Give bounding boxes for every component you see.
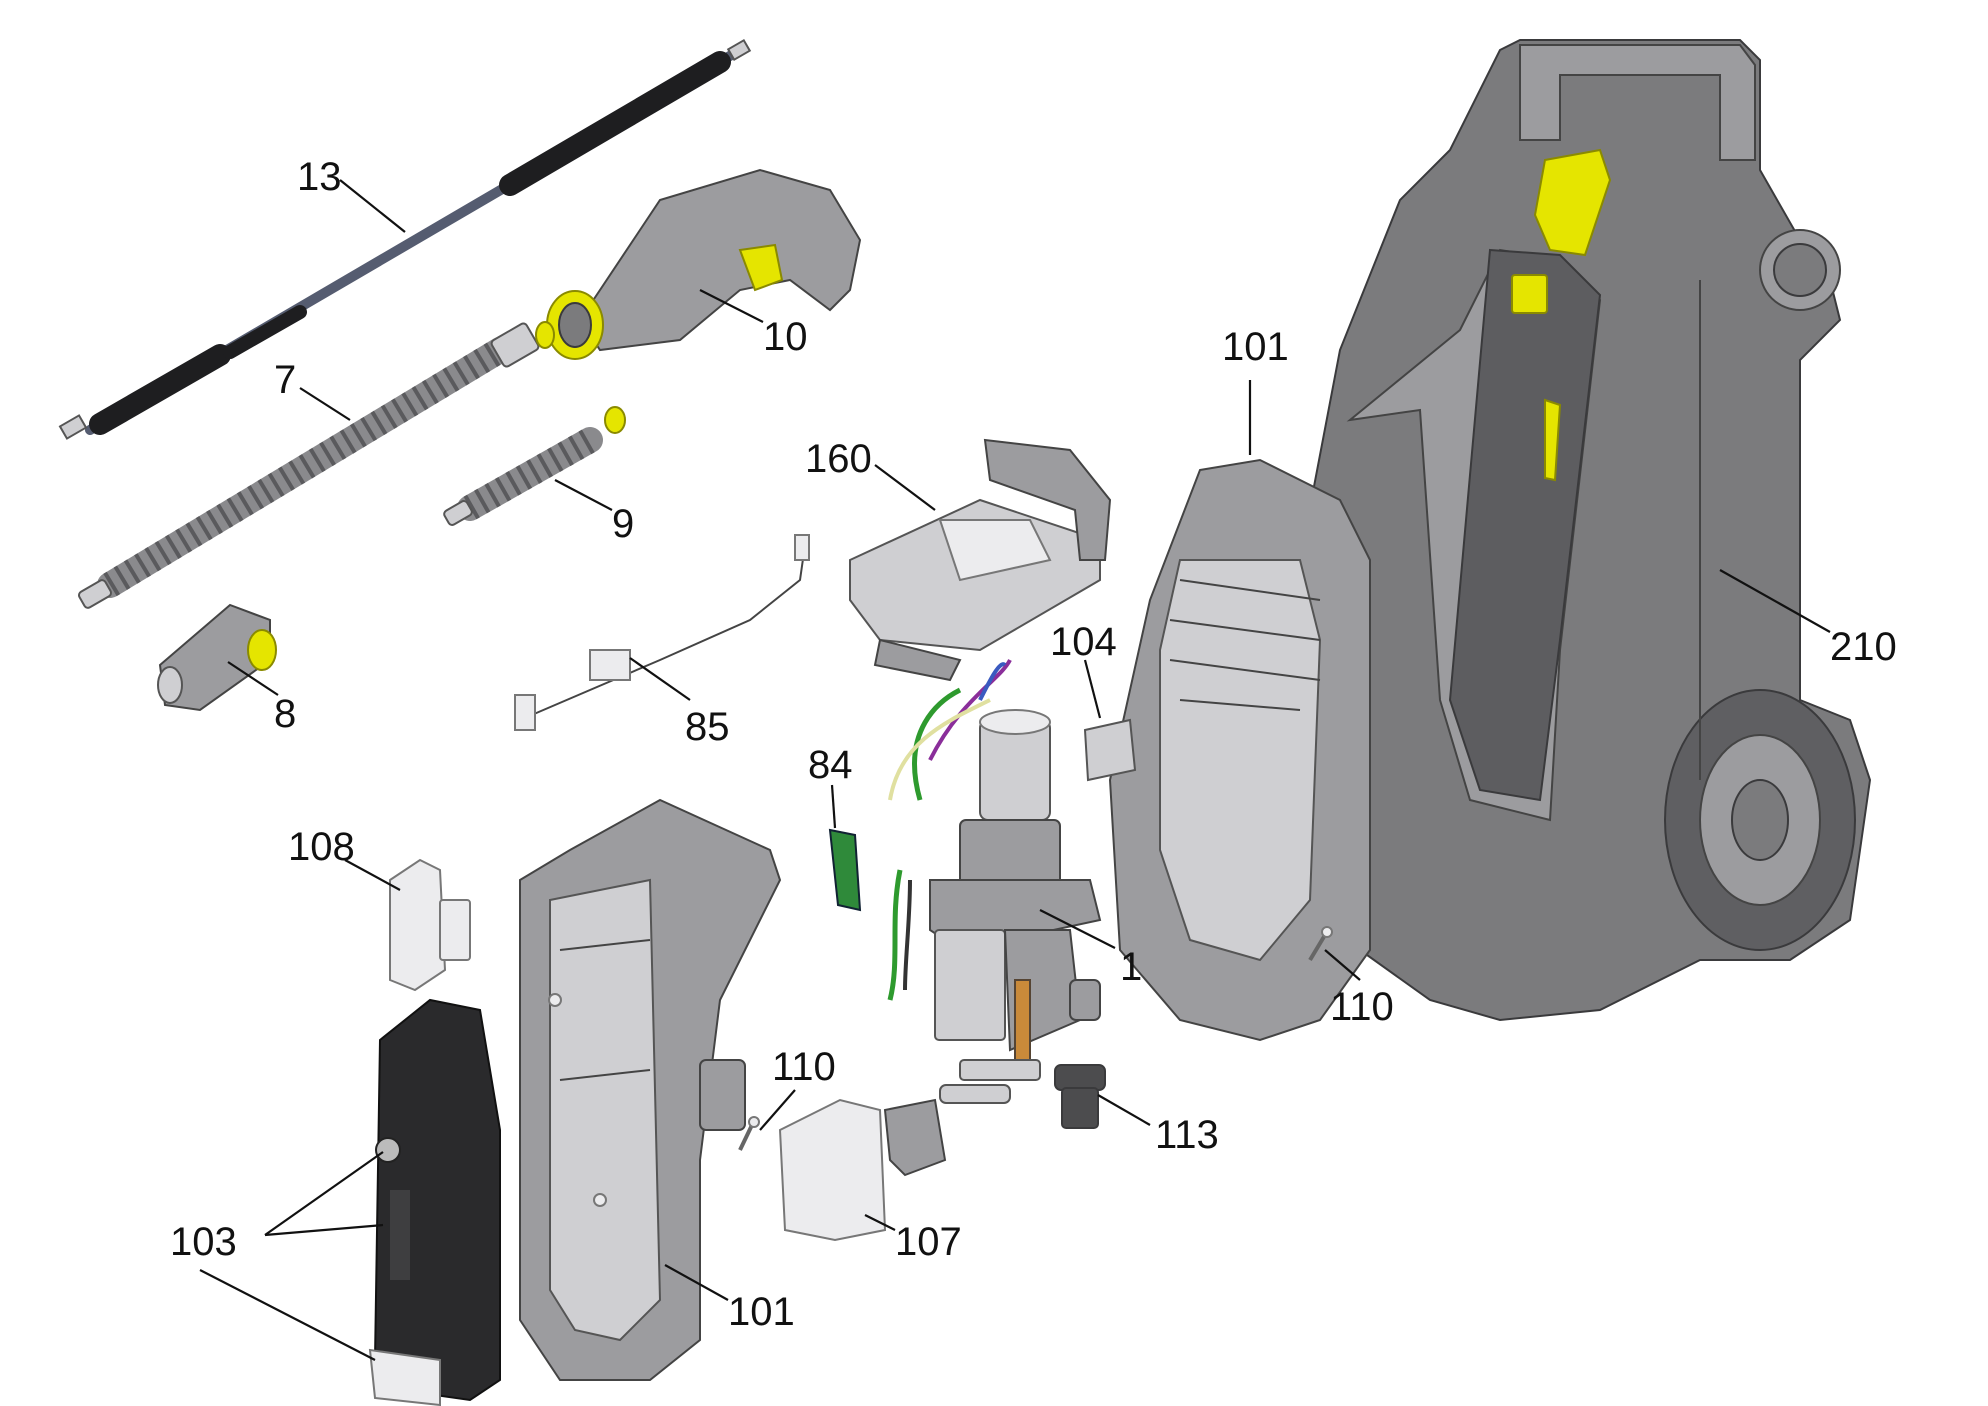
callout-101-bottom: 101 (728, 1290, 795, 1334)
part-7-spray-tube (77, 321, 555, 609)
part-103-black-cover (368, 998, 501, 1406)
leader-lines (199, 179, 1831, 1361)
leader-103-c (199, 1269, 376, 1361)
callout-9: 9 (612, 502, 634, 546)
leader-1 (1039, 909, 1116, 949)
callout-84: 84 (808, 743, 853, 787)
leader-84 (830, 784, 837, 829)
leader-113 (1097, 1094, 1151, 1126)
part-107-clip (778, 1084, 1011, 1242)
leader-107 (864, 1214, 896, 1231)
leader-110-mid (759, 1089, 796, 1131)
leader-108 (344, 859, 401, 891)
callout-113: 113 (1155, 1113, 1219, 1157)
callout-210: 210 (1830, 625, 1897, 669)
callout-85: 85 (685, 705, 730, 749)
callout-8: 8 (274, 692, 296, 736)
callout-160: 160 (805, 437, 872, 481)
leader-9 (554, 479, 613, 511)
callout-13: 13 (297, 155, 342, 199)
leader-101-bottom (664, 1264, 729, 1301)
leader-103-b (264, 1223, 384, 1237)
callout-110-right: 110 (1330, 985, 1394, 1029)
leader-104 (1083, 659, 1102, 719)
callout-10: 10 (763, 315, 808, 359)
part-84-circuit-board (828, 828, 862, 912)
leader-10 (699, 289, 764, 323)
part-10-gun (546, 168, 862, 360)
part-110-screw-right (1308, 926, 1333, 962)
callout-110-mid: 110 (772, 1045, 836, 1089)
callout-104: 104 (1050, 620, 1117, 664)
leader-7 (299, 387, 351, 421)
part-13-lance (58, 38, 752, 440)
callout-1: 1 (1120, 945, 1142, 989)
leader-210 (1719, 569, 1831, 633)
part-160-bracket-tray (849, 438, 1112, 682)
part-85-cable (514, 534, 810, 731)
callout-107: 107 (895, 1220, 962, 1264)
callout-108: 108 (288, 825, 355, 869)
part-8-rotary-nozzle (157, 603, 277, 712)
leader-13 (339, 179, 406, 233)
callout-labels: 13 10 7 9 8 160 101 210 104 85 84 108 1 … (170, 155, 1897, 1334)
leader-8 (227, 661, 279, 696)
callout-7: 7 (274, 358, 296, 402)
leader-110-right (1324, 949, 1361, 981)
part-104-label (1083, 718, 1137, 782)
part-113-hose-connector (1054, 1064, 1106, 1129)
leader-85 (629, 657, 691, 701)
part-1-motor-pump (887, 659, 1102, 1081)
leader-103-a (264, 1151, 384, 1236)
part-101-front-shell (519, 798, 782, 1381)
part-210-main-housing (1299, 39, 1872, 1022)
part-110-screw-middle (738, 1116, 760, 1151)
part-101-rear-shell (1108, 458, 1371, 1042)
leader-160 (874, 464, 936, 511)
callout-101-top: 101 (1222, 325, 1289, 369)
callout-103: 103 (170, 1220, 237, 1264)
part-108-clip (389, 858, 471, 992)
part-9-nozzle (443, 406, 626, 526)
